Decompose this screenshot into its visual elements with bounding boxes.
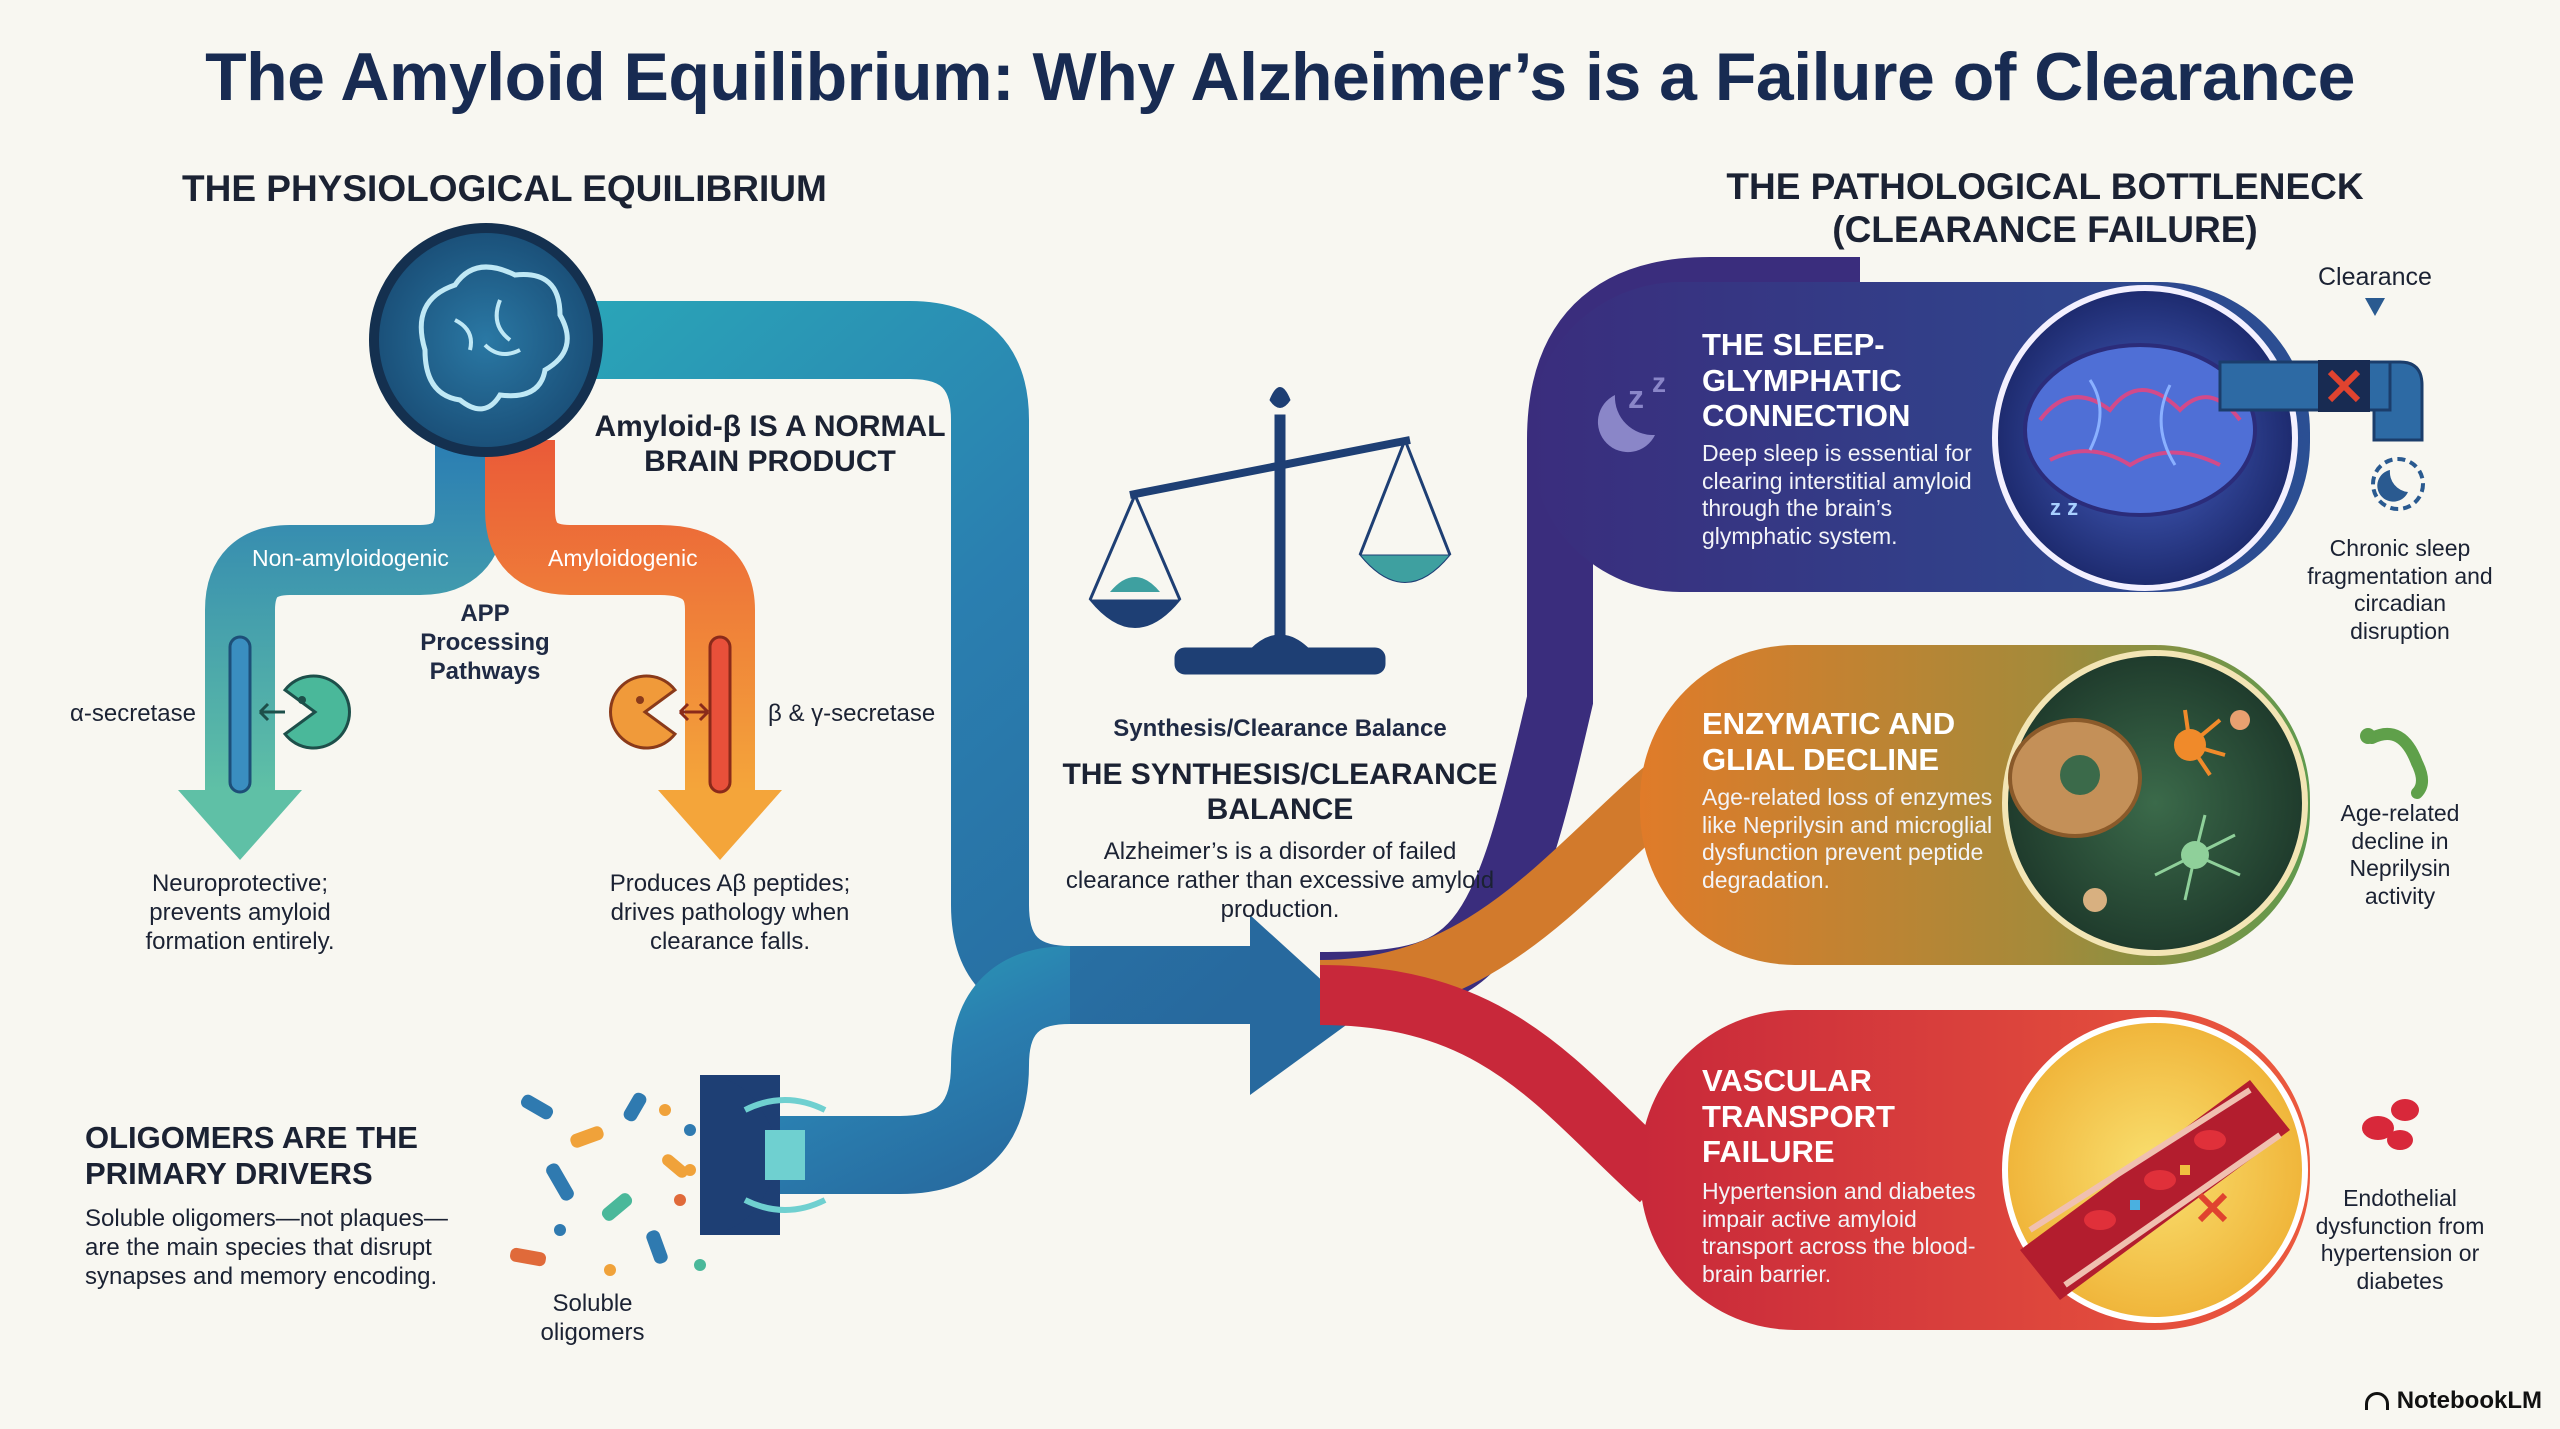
clearance-label: Clearance — [2318, 263, 2432, 291]
non-amyloidogenic-branch — [178, 440, 505, 860]
alpha-secretase-label: α-secretase — [70, 700, 196, 727]
soluble-oligomers-label: Soluble oligomers — [540, 1290, 645, 1346]
app-processing-label: APP Processing Pathways — [420, 600, 550, 685]
app-molecule-right — [708, 635, 732, 794]
glia-neuron-image — [2002, 650, 2308, 956]
card-enzymatic-description: Age-related loss of enzymes like Neprily… — [1702, 784, 1993, 893]
card-enzymatic-title: ENZYMATIC AND GLIAL DECLINE — [1702, 706, 1956, 777]
pathological-bottleneck-heading: THE PATHOLOGICAL BOTTLENECK (CLEARANCE F… — [1726, 166, 2364, 250]
neprilysin-enzyme-icon — [2360, 728, 2428, 799]
app-molecule-left — [228, 635, 252, 794]
non-amyloidogenic-label: Non-amyloidogenic — [252, 545, 449, 571]
alpha-secretase-enzyme-icon — [258, 674, 351, 750]
svg-text:z z: z z — [2050, 495, 2078, 520]
sleep-side-note: Chronic sleep fragmentation and circadia… — [2307, 535, 2493, 644]
balance-scale-icon — [1088, 387, 1452, 675]
clearance-down-arrow — [2365, 298, 2385, 316]
moon-icon: z z — [1597, 367, 1666, 453]
amyloidogenic-branch — [485, 440, 782, 860]
svg-text:z: z — [1652, 367, 1666, 398]
notebooklm-logo-icon — [2364, 1392, 2389, 1410]
brain-icon — [369, 223, 603, 457]
oligomer-particles — [510, 1092, 706, 1276]
synapse-icon — [700, 1075, 827, 1235]
beta-gamma-secretase-enzyme-icon — [609, 674, 710, 750]
normal-product-label: Amyloid-β IS A NORMAL BRAIN PRODUCT — [594, 410, 946, 478]
card-vascular-title: VASCULAR TRANSPORT FAILURE — [1702, 1063, 1895, 1170]
sleeping-brain-image: z z — [1992, 285, 2298, 591]
enzymatic-side-note: Age-related decline in Neprilysin activi… — [2340, 800, 2460, 909]
svg-text:z: z — [1628, 379, 1644, 415]
vascular-side-note: Endothelial dysfunction from hypertensio… — [2315, 1185, 2485, 1294]
red-blood-cells-icon — [2362, 1099, 2419, 1150]
produces-peptides-description: Produces Aβ peptides; drives pathology w… — [609, 870, 851, 955]
card-sleep-description: Deep sleep is essential for clearing int… — [1702, 440, 1972, 549]
oligomers-description: Soluble oligomers—not plaques—are the ma… — [85, 1205, 448, 1290]
page-title: The Amyloid Equilibrium: Why Alzheimer’s… — [205, 39, 2355, 115]
neuroprotective-description: Neuroprotective; prevents amyloid format… — [145, 870, 335, 955]
oligomers-heading: OLIGOMERS ARE THE PRIMARY DRIVERS — [85, 1120, 418, 1191]
synthesis-clearance-heading: THE SYNTHESIS/CLEARANCE BALANCE — [1062, 758, 1498, 826]
amyloidogenic-label: Amyloidogenic — [548, 545, 698, 571]
beta-gamma-secretase-label: β & γ-secretase — [768, 700, 936, 727]
physiological-equilibrium-heading: THE PHYSIOLOGICAL EQUILIBRIUM — [182, 168, 827, 209]
blood-vessel-image — [2002, 1017, 2308, 1323]
card-sleep-title: THE SLEEP-GLYMPHATIC CONNECTION — [1702, 327, 1911, 434]
card-vascular-description: Hypertension and diabetes impair active … — [1702, 1178, 1976, 1287]
scale-caption: Synthesis/Clearance Balance — [1113, 715, 1447, 742]
synthesis-clearance-description: Alzheimer’s is a disorder of failed clea… — [1065, 838, 1495, 923]
clock-moon-icon — [2371, 457, 2425, 511]
notebooklm-brand: NotebookLM — [2364, 1387, 2542, 1415]
blocked-clearance-pipe — [2218, 360, 2424, 442]
brand-label: NotebookLM — [2396, 1387, 2542, 1414]
